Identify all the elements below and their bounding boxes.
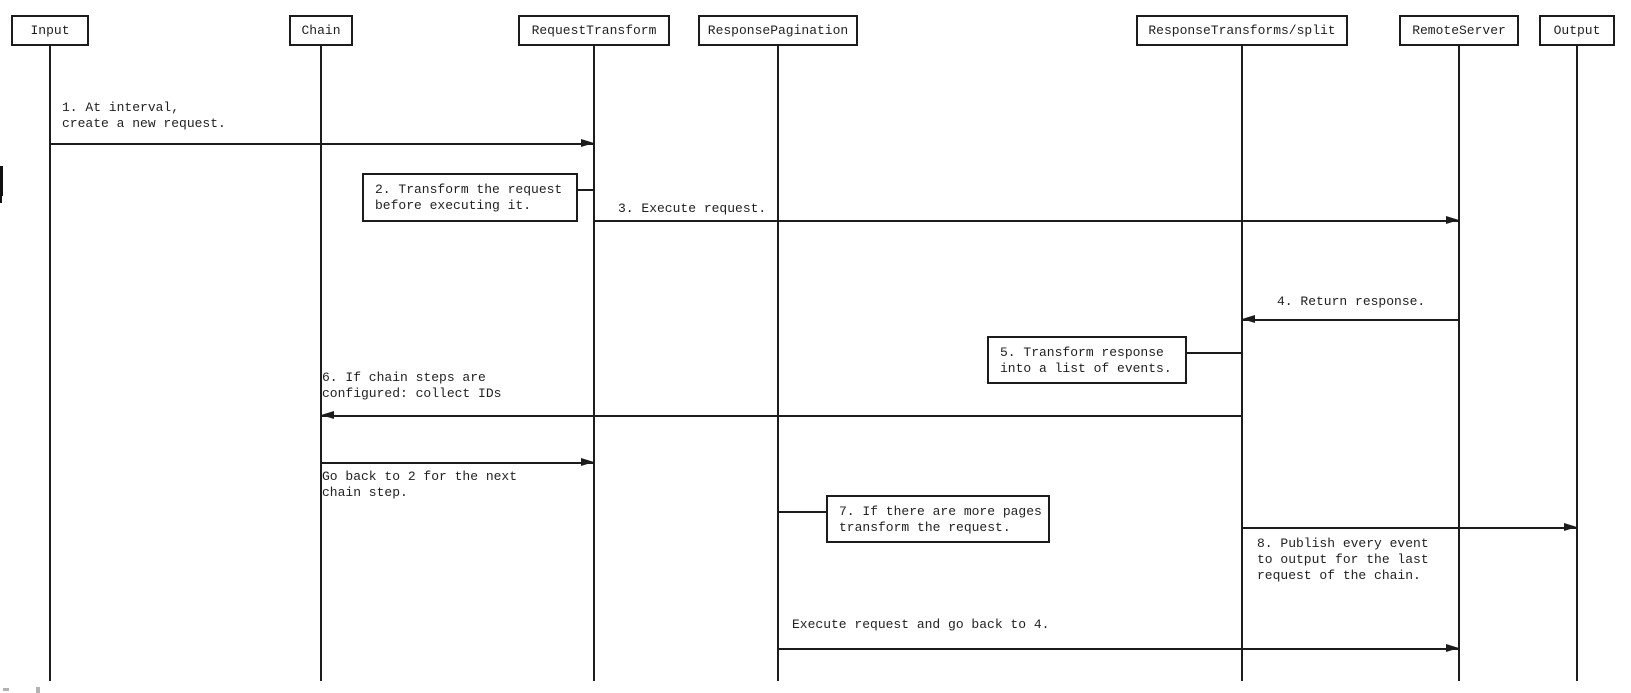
participant-box-remote-server: RemoteServer [1399,15,1519,46]
participant-box-input: Input [11,15,89,46]
note-connector-note-7-more-pages [778,511,826,513]
lifeline-output [1576,46,1578,681]
left-edge-mark [0,166,3,196]
message-line-msg-4-return-response [1242,319,1459,321]
participant-label-input: Input [30,23,70,38]
note-note-5-transform-response: 5. Transform response into a list of eve… [987,336,1187,384]
participant-label-response-transforms-split: ResponseTransforms/split [1148,23,1336,38]
participant-label-output: Output [1553,23,1601,38]
participant-box-request-transform: RequestTransform [518,15,670,46]
lifeline-input [49,46,51,681]
participant-label-remote-server: RemoteServer [1412,23,1506,38]
message-arrowhead-msg-3-execute-request [1446,216,1459,225]
participant-box-response-transforms-split: ResponseTransforms/split [1136,15,1348,46]
bottom-edge-mark-1 [3,688,9,691]
message-label-msg-4-return-response: 4. Return response. [1277,294,1426,309]
message-label-msg-6-collect-ids: 6. If chain steps are configured: collec… [322,370,502,401]
bottom-edge-mark-2 [36,687,40,693]
message-line-msg-8-publish-events [1242,527,1577,529]
message-arrowhead-msg-6-collect-ids [321,411,334,420]
message-line-msg-3-execute-request [594,220,1459,222]
participant-box-output: Output [1539,15,1615,46]
message-label-msg-8-publish-events: 8. Publish every event to output for the… [1257,536,1429,583]
message-arrowhead-msg-8-publish-events [1564,523,1577,532]
participant-label-response-pagination: ResponsePagination [707,23,849,38]
message-arrowhead-msg-1-create-request [581,139,594,148]
note-note-7-more-pages: 7. If there are more pages transform the… [826,495,1050,543]
message-label-msg-execute-go-back-4: Execute request and go back to 4. [792,617,1050,632]
participant-label-request-transform: RequestTransform [531,23,657,38]
lifeline-response-pagination [777,46,779,681]
message-arrowhead-msg-go-back-to-2 [581,458,594,467]
lifeline-response-transforms-split [1241,46,1243,681]
message-line-msg-go-back-to-2 [321,462,594,464]
note-connector-note-2-transform-request [578,189,594,191]
note-note-2-transform-request: 2. Transform the request before executin… [362,173,578,222]
message-line-msg-1-create-request [50,143,594,145]
message-line-msg-execute-go-back-4 [778,648,1459,650]
message-arrowhead-msg-4-return-response [1242,315,1255,324]
participant-box-chain: Chain [289,15,353,46]
participant-label-chain: Chain [301,23,341,38]
lifeline-chain [320,46,322,681]
message-label-msg-1-create-request: 1. At interval, create a new request. [62,100,226,131]
note-connector-note-5-transform-response [1187,352,1242,354]
message-arrowhead-msg-execute-go-back-4 [1446,644,1459,653]
participant-box-response-pagination: ResponsePagination [698,15,858,46]
message-line-msg-6-collect-ids [321,415,1242,417]
left-edge-mark-notch [0,196,2,203]
message-label-msg-go-back-to-2: Go back to 2 for the next chain step. [322,469,518,500]
message-label-msg-3-execute-request: 3. Execute request. [618,201,767,216]
lifeline-request-transform [593,46,595,681]
lifeline-remote-server [1458,46,1460,681]
